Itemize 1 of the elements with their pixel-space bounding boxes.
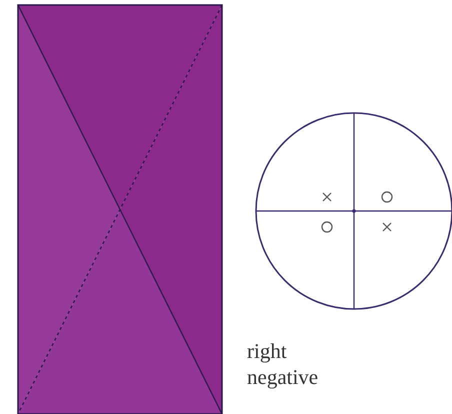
caption-text: right negative	[247, 338, 320, 390]
